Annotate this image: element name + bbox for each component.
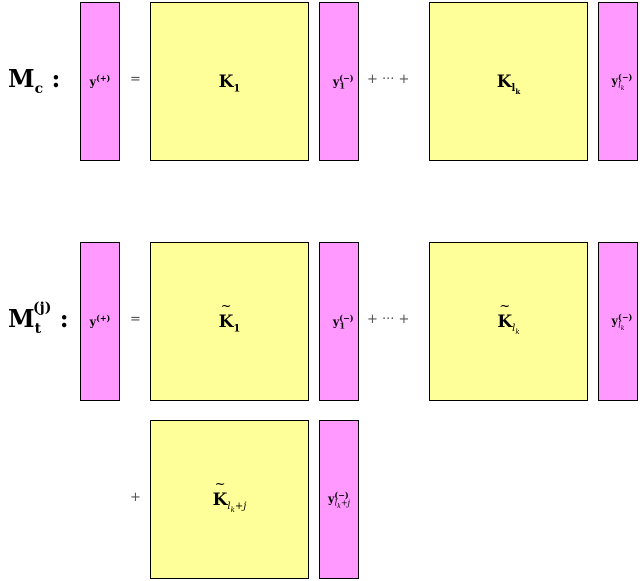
equals-sign-row2: = [130, 312, 141, 327]
plus-dots-plus-row2: + ··· + [367, 312, 410, 327]
matrix-k-tilde-1: K1 [150, 242, 309, 401]
y-lk-minus-vector-row1: y(−)lk [598, 2, 638, 161]
y-lk-plus-j-minus-vector: y(−)lk+j [319, 420, 359, 579]
matrix-k-lk: Klk [429, 2, 588, 161]
matrix-k1: K1 [150, 2, 309, 161]
y-plus-vector-row2: y(+) [80, 242, 120, 401]
equals-sign-row1: = [130, 72, 141, 87]
plus-sign-row3: + [130, 490, 141, 505]
matrix-k-tilde-lk-plus-j: Klk+j [150, 420, 309, 579]
model-t-label: Mt(j) : [8, 300, 69, 337]
matrix-k-tilde-lk: Klk [429, 242, 588, 401]
plus-dots-plus-row1: + ··· + [367, 72, 410, 87]
y-plus-vector-row1: y(+) [80, 2, 120, 161]
model-c-label: Mc : [8, 64, 61, 97]
y-lk-minus-vector-row2: y(−)lk [598, 242, 638, 401]
y1-minus-vector-row2: y(−)1 [319, 242, 359, 401]
y1-minus-vector-row1: y(−)1 [319, 2, 359, 161]
